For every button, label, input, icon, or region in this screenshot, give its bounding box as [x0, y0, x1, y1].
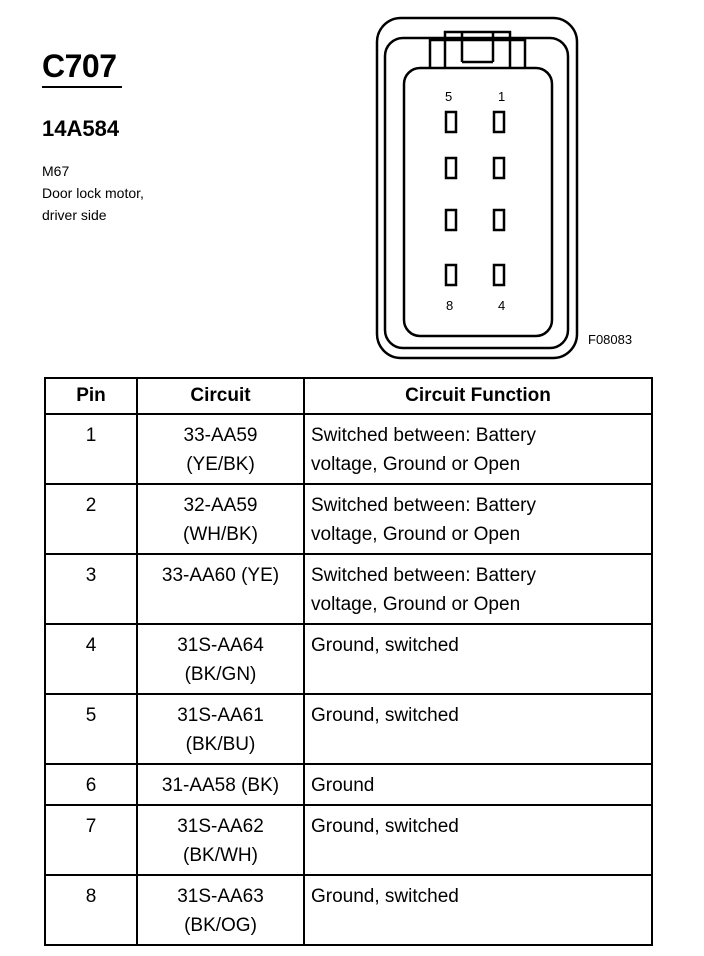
connector-description: M67 Door lock motor, driver side: [42, 160, 144, 226]
table-row: 6 31-AA58 (BK) Ground: [44, 763, 653, 806]
title-underline: [42, 86, 122, 88]
circuit-cell: 31S-AA64 (BK/GN): [136, 623, 305, 695]
function-cell: Ground, switched: [303, 693, 653, 765]
description-line: M67: [42, 163, 70, 179]
table-row: 7 31S-AA62 (BK/WH) Ground, switched: [44, 804, 653, 876]
circuit-line: 31S-AA61: [177, 705, 264, 726]
pin-label-5: 5: [445, 89, 452, 104]
part-number: 14A584: [42, 116, 120, 141]
pin-number: 7: [44, 804, 138, 876]
table-row: 8 31S-AA63 (BK/OG) Ground, switched: [44, 874, 653, 946]
function-line: voltage, Ground or Open: [311, 524, 521, 545]
circuit-line: (BK/OG): [184, 915, 257, 936]
table-row: 3 33-AA60 (YE) Switched between: Battery…: [44, 553, 653, 625]
circuit-cell: 32-AA59 (WH/BK): [136, 483, 305, 555]
pin-number: 5: [44, 693, 138, 765]
connector-id: C707: [42, 48, 117, 84]
circuit-line: 31S-AA62: [177, 816, 264, 837]
pin-number: 8: [44, 874, 138, 946]
pin-number: 6: [44, 763, 138, 806]
circuit-line: 31S-AA64: [177, 635, 264, 656]
circuit-line: 32-AA59: [183, 495, 258, 516]
function-line: Ground, switched: [311, 635, 459, 656]
column-header-circuit: Circuit: [136, 377, 305, 415]
pin-number: 1: [44, 413, 138, 485]
pin-number: 3: [44, 553, 138, 625]
function-cell: Ground: [303, 763, 653, 806]
function-cell: Switched between: Battery voltage, Ground…: [303, 553, 653, 625]
connector-face-diagram: 5 1 8 4: [375, 16, 579, 360]
pin-circuit-table: Pin Circuit Circuit Function 1 33-AA59 (Y…: [44, 377, 653, 946]
function-line: Switched between: Battery: [311, 425, 536, 446]
table-header-row: Pin Circuit Circuit Function: [44, 377, 653, 415]
table-row: 2 32-AA59 (WH/BK) Switched between: Batte…: [44, 483, 653, 555]
column-header-pin: Pin: [44, 377, 138, 415]
column-header-circuit-function: Circuit Function: [303, 377, 653, 415]
circuit-cell: 31S-AA63 (BK/OG): [136, 874, 305, 946]
description-line: Door lock motor,: [42, 185, 144, 201]
function-line: Ground, switched: [311, 816, 459, 837]
circuit-line: 31-AA58 (BK): [161, 775, 280, 796]
function-line: Ground, switched: [311, 886, 459, 907]
circuit-line: 33-AA59: [183, 425, 258, 446]
table-row: 1 33-AA59 (YE/BK) Switched between: Batte…: [44, 413, 653, 485]
pin-number: 4: [44, 623, 138, 695]
circuit-line: (BK/WH): [183, 845, 258, 866]
function-cell: Ground, switched: [303, 623, 653, 695]
pin-label-4: 4: [498, 298, 505, 313]
function-line: Ground: [311, 775, 375, 796]
circuit-cell: 31-AA58 (BK): [136, 763, 305, 806]
description-line: driver side: [42, 207, 107, 223]
function-cell: Ground, switched: [303, 804, 653, 876]
circuit-cell: 31S-AA61 (BK/BU): [136, 693, 305, 765]
pin-label-8: 8: [446, 298, 453, 313]
table-row: 5 31S-AA61 (BK/BU) Ground, switched: [44, 693, 653, 765]
circuit-line: (BK/BU): [185, 734, 256, 755]
pin-number: 2: [44, 483, 138, 555]
function-line: voltage, Ground or Open: [311, 594, 521, 615]
figure-reference: F08083: [588, 332, 633, 347]
circuit-line: (YE/BK): [186, 454, 255, 475]
function-line: Switched between: Battery: [311, 565, 536, 586]
function-cell: Ground, switched: [303, 874, 653, 946]
table-row: 4 31S-AA64 (BK/GN) Ground, switched: [44, 623, 653, 695]
circuit-cell: 33-AA60 (YE): [136, 553, 305, 625]
circuit-line: (BK/GN): [184, 664, 257, 685]
function-cell: Switched between: Battery voltage, Ground…: [303, 413, 653, 485]
circuit-line: (WH/BK): [183, 524, 258, 545]
function-line: voltage, Ground or Open: [311, 454, 521, 475]
circuit-line: 31S-AA63: [177, 886, 264, 907]
pin-label-1: 1: [498, 89, 505, 104]
circuit-cell: 33-AA59 (YE/BK): [136, 413, 305, 485]
circuit-cell: 31S-AA62 (BK/WH): [136, 804, 305, 876]
function-cell: Switched between: Battery voltage, Ground…: [303, 483, 653, 555]
function-line: Ground, switched: [311, 705, 459, 726]
circuit-line: 33-AA60 (YE): [161, 565, 280, 586]
function-line: Switched between: Battery: [311, 495, 536, 516]
